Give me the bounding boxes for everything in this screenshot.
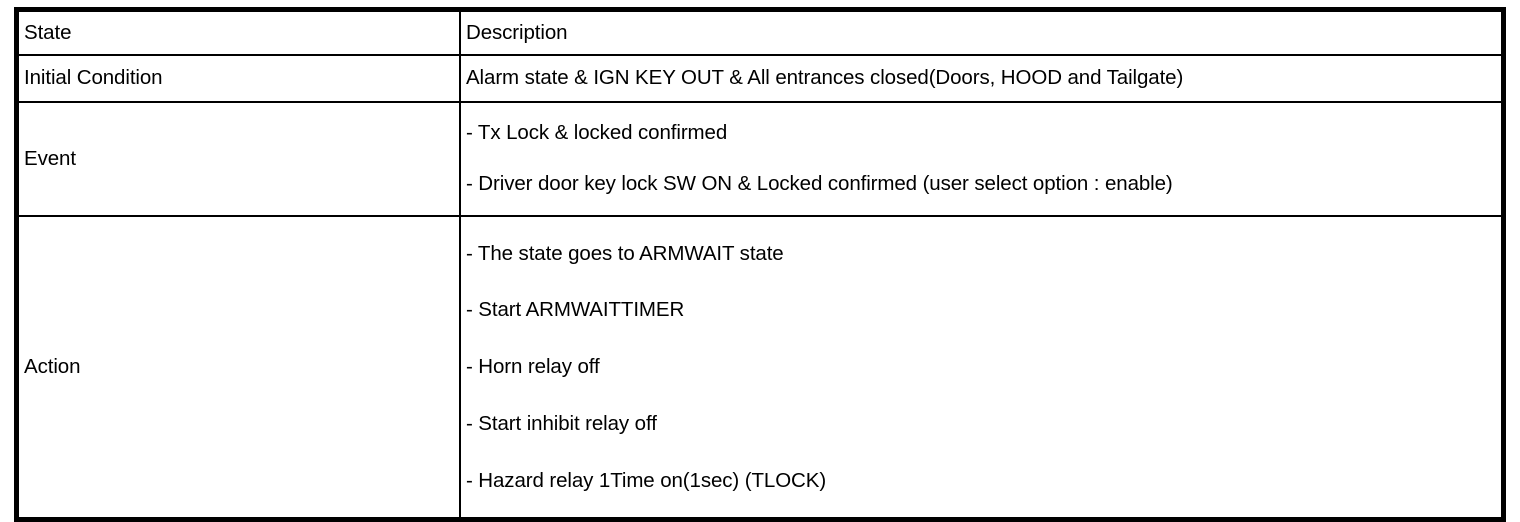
- column-header-description: Description: [458, 8, 1505, 56]
- list-item: - Start inhibit relay off: [465, 412, 657, 435]
- list-item: - Tx Lock & locked confirmed: [465, 120, 728, 144]
- list-item: - Driver door key lock SW ON & Locked co…: [465, 171, 1173, 195]
- list-item: - Hazard relay 1Time on(1sec) (TLOCK): [465, 468, 827, 492]
- table-header-row: State Description: [15, 8, 1505, 56]
- row-label-action: Action: [15, 215, 461, 521]
- action-bullet-list: - The state goes to ARMWAIT state - Star…: [466, 217, 1501, 517]
- list-item: - The state goes to ARMWAIT state: [465, 241, 784, 265]
- table-row: Action - The state goes to ARMWAIT state…: [15, 215, 1505, 521]
- row-description-initial-condition: Alarm state & IGN KEY OUT & All entrance…: [458, 54, 1505, 103]
- state-description-table: State Description Initial Condition Alar…: [14, 7, 1506, 522]
- table-row: Event - Tx Lock & locked confirmed - Dri…: [15, 101, 1505, 217]
- event-bullet-list: - Tx Lock & locked confirmed - Driver do…: [466, 103, 1501, 215]
- column-header-state: State: [15, 8, 461, 56]
- row-label-initial-condition: Initial Condition: [15, 54, 461, 103]
- row-label-event: Event: [15, 101, 461, 217]
- table-row: Initial Condition Alarm state & IGN KEY …: [15, 54, 1505, 103]
- row-description-event: - Tx Lock & locked confirmed - Driver do…: [458, 101, 1505, 217]
- row-description-action: - The state goes to ARMWAIT state - Star…: [458, 215, 1505, 521]
- list-item: - Horn relay off: [465, 355, 600, 379]
- list-item: - Start ARMWAITTIMER: [465, 298, 685, 322]
